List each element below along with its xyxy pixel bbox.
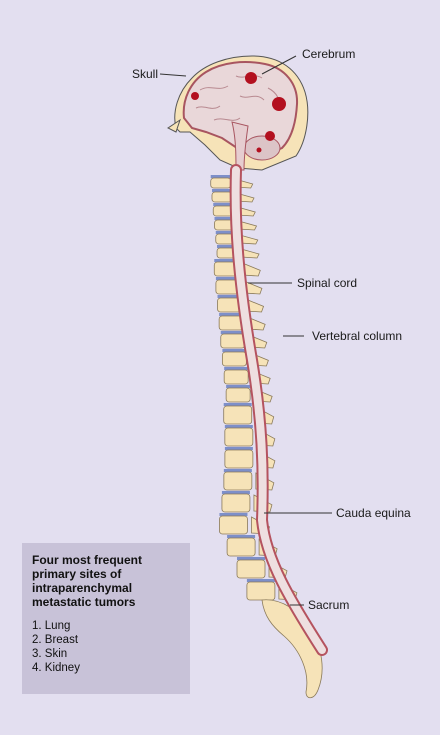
- intervertebral-disc: [214, 217, 235, 220]
- intervertebral-disc: [219, 513, 248, 516]
- face-outline: [167, 118, 181, 133]
- intervertebral-disc: [221, 491, 250, 494]
- spinal-cord-label: Spinal cord: [297, 276, 358, 290]
- intervertebral-disc: [215, 231, 236, 234]
- intervertebral-disc: [210, 175, 231, 178]
- intervertebral-disc: [213, 203, 234, 206]
- intervertebral-disc: [219, 313, 244, 316]
- intervertebral-disc: [217, 295, 242, 298]
- intervertebral-disc: [214, 259, 239, 262]
- vertebral-body: [211, 191, 233, 203]
- skull-label: Skull: [132, 67, 159, 81]
- vertebral-body: [224, 427, 254, 447]
- intervertebral-disc: [224, 367, 249, 370]
- intervertebral-disc: [222, 349, 247, 352]
- legend-item: 3. Skin: [32, 648, 68, 660]
- vertebral-body: [221, 351, 247, 367]
- brain-folds: [195, 75, 280, 121]
- legend-item: 2. Breast: [32, 634, 79, 646]
- vertebral-body: [220, 333, 246, 349]
- cauda-equina-label: Cauda equina: [336, 506, 411, 520]
- sacrum-label: Sacrum: [308, 598, 350, 612]
- vertebral-body: [224, 449, 254, 469]
- legend-item: 4. Kidney: [32, 662, 80, 674]
- intervertebral-disc: [217, 245, 238, 248]
- vertebral-column-label: Vertebral column: [312, 329, 403, 343]
- intervertebral-disc: [211, 189, 232, 192]
- intervertebral-disc: [223, 403, 252, 406]
- intervertebral-disc: [227, 535, 256, 538]
- vertebral-body: [219, 515, 248, 535]
- vertebral-column-shapes: [210, 175, 323, 699]
- vertebral-body: [226, 537, 256, 557]
- intervertebral-disc: [224, 425, 253, 428]
- cerebrum-label: Cerebrum: [302, 47, 356, 61]
- vertebral-body: [210, 177, 232, 189]
- intervertebral-disc: [224, 447, 253, 450]
- intervertebral-disc: [237, 557, 265, 560]
- vertebral-body: [223, 471, 253, 491]
- vertebral-body: [223, 405, 253, 425]
- vertebral-body: [246, 581, 276, 601]
- spinal-cord-inner: [231, 166, 326, 654]
- vertebral-body: [221, 493, 251, 513]
- intervertebral-disc: [215, 277, 240, 280]
- leader-lines: [159, 55, 332, 606]
- legend-box: Four most frequent primary sites of intr…: [22, 543, 190, 694]
- vertebral-body: [236, 559, 266, 579]
- intervertebral-disc: [226, 385, 251, 388]
- cerebellum: [243, 135, 281, 161]
- legend-list: 1. Lung 2. Breast 3. Skin 4. Kidney: [32, 619, 180, 675]
- intervertebral-disc: [246, 579, 275, 582]
- brainstem: [231, 121, 249, 171]
- intervertebral-disc: [223, 469, 252, 472]
- vertebral-body: [225, 387, 251, 403]
- vertebral-body: [223, 369, 249, 385]
- sacrum-bone: [261, 599, 323, 699]
- legend-title: Four most frequent primary sites of intr…: [32, 553, 142, 609]
- legend-item: 1. Lung: [32, 620, 71, 632]
- intervertebral-disc: [220, 331, 245, 334]
